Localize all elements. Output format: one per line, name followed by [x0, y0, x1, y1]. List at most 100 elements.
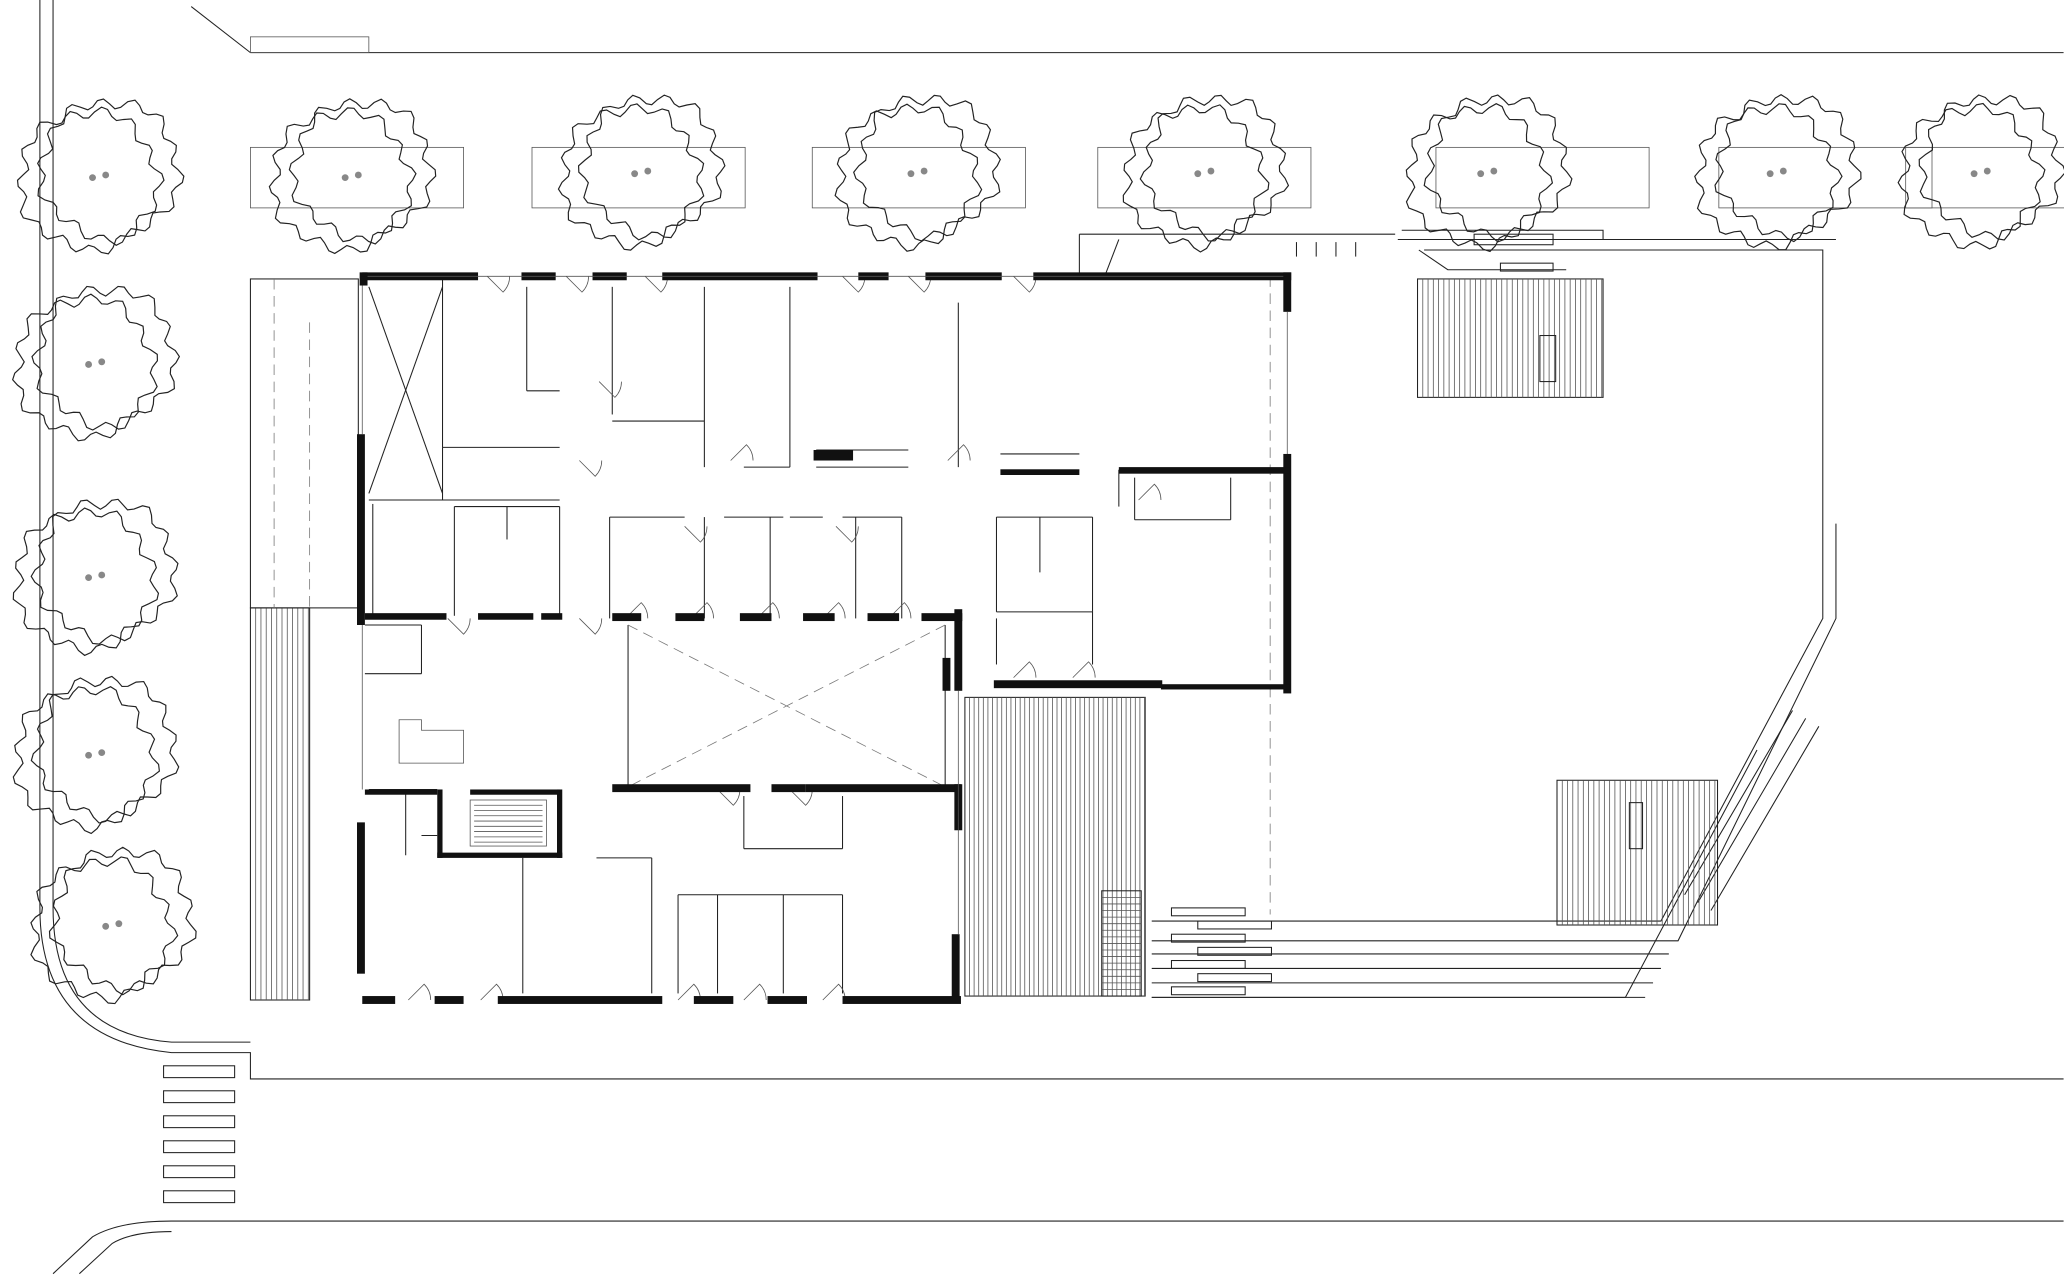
tree-trunk — [341, 174, 349, 182]
parking-rectangles — [250, 146, 2064, 209]
deck-south — [1556, 779, 1719, 926]
plan-path — [190, 6, 251, 54]
tree-trunk — [85, 751, 92, 759]
tree-trunk — [1779, 167, 1787, 175]
wall-segment — [357, 822, 365, 974]
crosswalk-bar — [163, 1115, 236, 1129]
wall-segment — [771, 784, 806, 793]
wall-segment — [497, 996, 663, 1004]
wall-segment — [767, 996, 807, 1004]
wall-segment — [951, 934, 960, 1000]
reception-desk — [398, 719, 464, 764]
door-swing — [1138, 483, 1162, 501]
tree-trunk — [98, 571, 106, 579]
crosswalk-bar — [163, 1190, 236, 1204]
crosswalk-bar — [163, 1065, 236, 1079]
wall-segment — [675, 613, 705, 622]
tree-canopy — [577, 94, 726, 241]
tree-canopy — [1918, 94, 2064, 241]
door-swing — [579, 460, 603, 477]
door-swing — [1013, 276, 1037, 293]
deck-north — [1417, 278, 1604, 398]
parking-space — [531, 146, 746, 209]
tree-trunk — [1490, 167, 1498, 175]
wall-segment — [478, 613, 534, 620]
door-swing — [408, 983, 432, 1001]
ramp-upper — [249, 278, 359, 609]
door-swing — [888, 602, 912, 619]
wall-segment — [541, 613, 563, 620]
wall-segment — [357, 434, 365, 625]
plan-rect — [1499, 262, 1554, 272]
tree-trunk — [102, 922, 110, 930]
wall-segment — [612, 784, 751, 793]
wall-segment — [867, 613, 900, 622]
door-swing — [947, 444, 971, 461]
door-swing — [565, 276, 589, 293]
wall-segment — [921, 613, 963, 622]
door-swing — [625, 602, 649, 619]
step-bar — [1170, 933, 1246, 943]
tree-canopy — [853, 94, 1001, 242]
door-swing — [1013, 661, 1037, 678]
wall-segment — [470, 789, 560, 795]
plan-rect — [1473, 233, 1554, 246]
door-swing — [756, 602, 780, 619]
tree-canopy — [557, 103, 705, 251]
ramp-west — [249, 607, 311, 1001]
tree-canopy — [16, 106, 165, 255]
door-swing — [822, 983, 846, 1001]
tree-trunk — [85, 574, 92, 582]
tree-trunk — [1983, 167, 1991, 175]
interior-partitions — [364, 275, 1232, 1001]
tree-canopy — [31, 285, 181, 431]
parking-space — [1435, 146, 1650, 209]
step-bar — [1170, 960, 1246, 969]
wall-segment — [1000, 469, 1080, 475]
tree-trunk — [907, 170, 915, 178]
tree-trunk — [1766, 170, 1774, 178]
tree-canopy — [1714, 94, 1862, 243]
tree-canopy — [288, 98, 437, 245]
step-bar — [1197, 920, 1273, 930]
wall-segment — [1283, 272, 1292, 312]
hatched-strip — [250, 36, 370, 54]
tree-trunk — [98, 358, 106, 366]
partition — [368, 286, 444, 494]
tree-trunk — [102, 171, 110, 179]
tree-canopy — [11, 293, 158, 442]
wall-segment — [805, 784, 961, 793]
parking-space — [1905, 146, 2064, 209]
tree-trunk — [115, 920, 123, 928]
wall-segment — [739, 613, 772, 622]
door-swing — [730, 444, 754, 461]
door-swing — [486, 276, 511, 293]
tree-canopy — [12, 507, 160, 657]
step-bar — [1170, 986, 1246, 996]
tree-canopy — [30, 856, 179, 1005]
plan-path — [1151, 249, 1824, 922]
wall-segment — [434, 996, 464, 1004]
wall-segment — [362, 996, 396, 1004]
tree-canopy — [1694, 103, 1843, 251]
wall-segment — [942, 657, 951, 691]
wall-segment — [993, 680, 1163, 689]
tree-trunk — [1194, 170, 1202, 178]
door-swing — [835, 526, 859, 543]
tree-trunk — [89, 174, 96, 182]
wall-segment — [1118, 467, 1290, 474]
interior-stair — [469, 799, 547, 847]
tree-canopy — [1139, 94, 1290, 242]
bench — [1539, 335, 1557, 383]
building-walls — [357, 272, 1292, 1004]
wall-segment — [813, 450, 854, 461]
parking-space — [250, 146, 464, 209]
tree-trunk — [1970, 170, 1978, 178]
crosswalk-bar — [163, 1165, 236, 1179]
tree-canopy — [1122, 104, 1270, 253]
door-swing — [743, 983, 767, 1001]
tree-canopy — [268, 107, 417, 255]
tree-canopy — [48, 846, 197, 996]
crosswalk-bar — [163, 1090, 236, 1104]
